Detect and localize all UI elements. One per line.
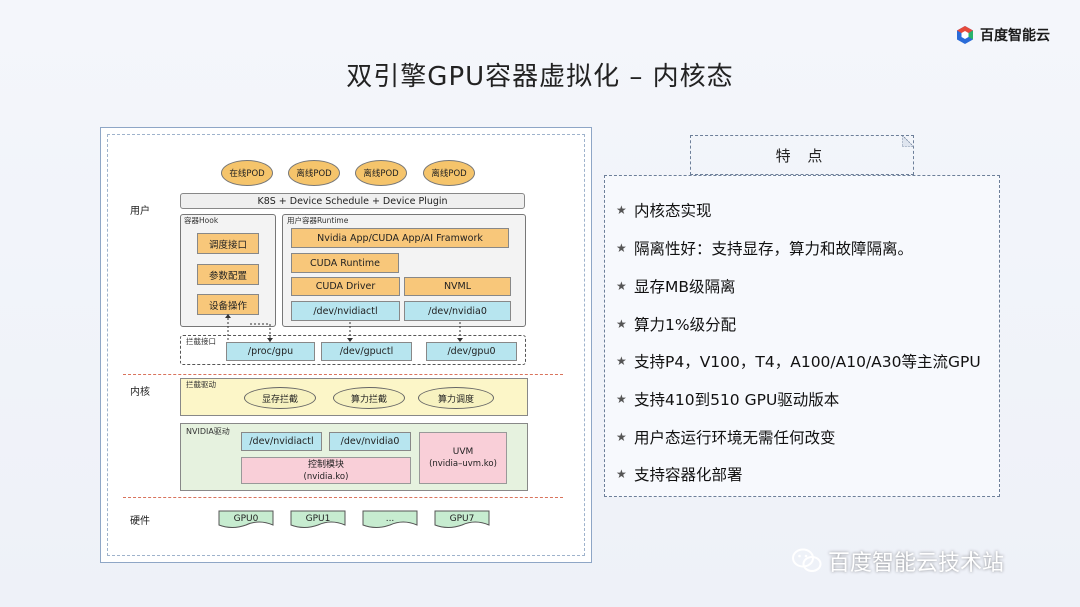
star-icon: ★ (616, 317, 627, 331)
feature-item: ★ 隔离性好：支持显存，算力和故障隔离。 (616, 237, 913, 259)
intercept-dev-gpuctl: /dev/gpuctl (321, 342, 412, 361)
pod-online: 在线POD (221, 160, 273, 186)
control-module-box: 控制模块 (nvidia.ko) (241, 457, 411, 484)
features-panel (604, 175, 1000, 497)
layer-label-kernel: 内核 (130, 387, 150, 398)
feature-item: ★ 内核态实现 (616, 199, 712, 221)
features-header: 特 点 (690, 135, 914, 175)
intercept-proc-gpu: /proc/gpu (226, 342, 315, 361)
feature-text: 显存MB级隔离 (634, 278, 736, 296)
compute-intercept: 算力拦截 (333, 387, 405, 409)
layer-label-user: 用户 (130, 206, 150, 217)
control-module-sub: (nvidia.ko) (303, 471, 349, 482)
control-module-title: 控制模块 (307, 459, 344, 470)
gpu-ellipsis-label: ... (385, 514, 395, 524)
feature-item: ★ 支持容器化部署 (616, 463, 743, 485)
feature-item: ★ 支持410到510 GPU驱动版本 (616, 388, 839, 410)
k8s-device-plugin-bar: K8S + Device Schedule + Device Plugin (180, 193, 525, 209)
wechat-icon (792, 548, 822, 572)
star-icon: ★ (616, 430, 627, 444)
feature-text: 用户态运行环境无需任何改变 (634, 429, 836, 447)
pod-offline-2: 离线POD (355, 160, 407, 186)
runtime-dev-nvidia0: /dev/nvidia0 (404, 301, 511, 321)
compute-schedule: 算力调度 (418, 387, 494, 409)
gpu-7: GPU7 (434, 510, 490, 528)
star-icon: ★ (616, 392, 627, 406)
feature-item: ★ 显存MB级隔离 (616, 275, 736, 297)
intercept-interface-label: 拦截接口 (186, 337, 216, 346)
gpu-7-label: GPU7 (449, 514, 475, 524)
feature-text: 隔离性好：支持显存，算力和故障隔离。 (634, 240, 914, 258)
uvm-title: UVM (452, 447, 474, 457)
gpu-1-label: GPU1 (305, 514, 331, 524)
cuda-driver-box: CUDA Driver (291, 277, 400, 296)
star-icon: ★ (616, 279, 627, 293)
brand-logo: 百度智能云 (955, 24, 1050, 46)
gpu-0: GPU0 (218, 510, 274, 528)
architecture-diagram-inner (107, 134, 585, 556)
hook-device-operation: 设备操作 (197, 294, 259, 315)
runtime-app-bar: Nvidia App/CUDA App/AI Framwork (291, 228, 509, 248)
watermark-text: 百度智能云技术站 (828, 551, 1005, 576)
feature-item: ★ 支持P4，V100，T4，A100/A10/A30等主流GPU (616, 350, 981, 372)
page-title: 双引擎GPU容器虚拟化 – 内核态 (346, 62, 734, 92)
star-icon: ★ (616, 467, 627, 481)
driver-dev-nvidia0: /dev/nvidia0 (329, 432, 411, 451)
memory-intercept: 显存拦截 (244, 387, 316, 409)
uvm-sub: (nvidia–uvm.ko) (429, 459, 497, 469)
star-icon: ★ (616, 354, 627, 368)
brand-name: 百度智能云 (980, 28, 1050, 44)
feature-text: 支持410到510 GPU驱动版本 (634, 391, 840, 409)
star-icon: ★ (616, 203, 627, 217)
baidu-cloud-hexagon-icon (957, 26, 973, 44)
nvml-box: NVML (404, 277, 511, 296)
feature-item: ★ 用户态运行环境无需任何改变 (616, 426, 836, 448)
feature-text: 支持容器化部署 (634, 466, 743, 484)
hook-param-config: 参数配置 (197, 264, 259, 285)
feature-text: 内核态实现 (634, 202, 712, 220)
layer-label-hardware: 硬件 (130, 516, 150, 527)
gpu-0-label: GPU0 (233, 514, 259, 524)
runtime-dev-nvidiactl: /dev/nvidiactl (291, 301, 400, 321)
intercept-interface-group (180, 335, 526, 365)
intercept-dev-gpu0: /dev/gpu0 (426, 342, 517, 361)
divider-kernel-hardware (123, 497, 563, 498)
gpu-1: GPU1 (290, 510, 346, 528)
intercept-driver-label: 拦截驱动 (186, 380, 216, 389)
uvm-box: UVM (nvidia–uvm.ko) (419, 432, 507, 484)
pod-offline-3: 离线POD (423, 160, 475, 186)
folded-corner-icon (902, 135, 914, 147)
star-icon: ★ (616, 241, 627, 255)
gpu-ellipsis: ... (362, 510, 418, 528)
cuda-runtime-box: CUDA Runtime (291, 253, 399, 273)
pod-offline-1: 离线POD (288, 160, 340, 186)
feature-text: 支持P4，V100，T4，A100/A10/A30等主流GPU (634, 353, 981, 371)
driver-dev-nvidiactl: /dev/nvidiactl (241, 432, 322, 451)
wechat-watermark: 百度智能云技术站 (792, 545, 1004, 577)
feature-item: ★ 算力1%级分配 (616, 313, 736, 335)
divider-user-kernel (123, 374, 563, 375)
container-hook-label: 容器Hook (184, 216, 219, 225)
connector-arrows (225, 314, 463, 342)
feature-text: 算力1%级分配 (634, 316, 737, 334)
nvidia-driver-label: NVIDIA驱动 (186, 427, 230, 436)
container-runtime-label: 用户容器Runtime (287, 216, 349, 225)
hook-schedule-interface: 调度接口 (197, 233, 259, 254)
